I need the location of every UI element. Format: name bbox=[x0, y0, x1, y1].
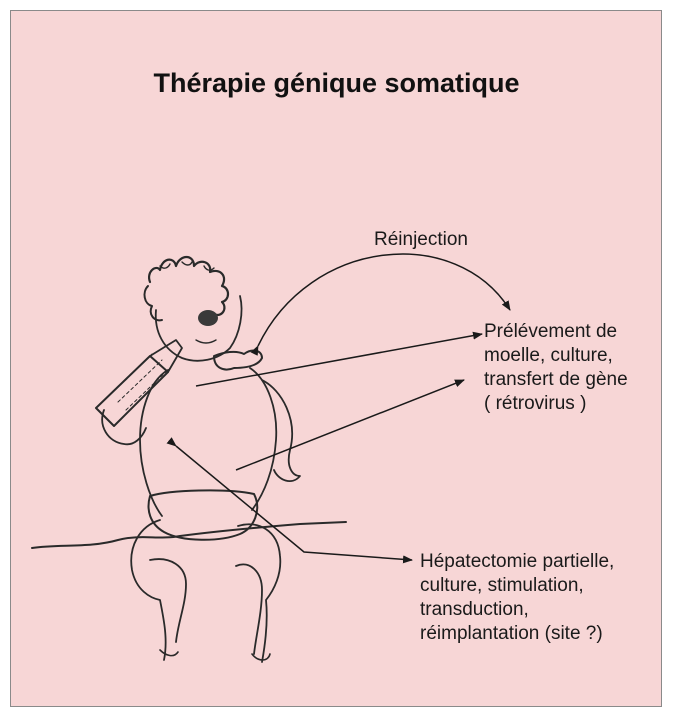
body-to-prelevement-arrow bbox=[236, 380, 464, 470]
prelevement-label: Prélévement de moelle, culture, transfer… bbox=[484, 320, 628, 416]
liver-to-hepatectomie-arrow bbox=[176, 446, 412, 560]
reinjection-label: Réinjection bbox=[374, 228, 468, 252]
prelevement-line-2: moelle, culture, bbox=[484, 344, 628, 368]
prelevement-line-3: transfert de gène bbox=[484, 368, 628, 392]
hepatectomie-label: Hépatectomie partielle, culture, stimula… bbox=[420, 550, 614, 646]
reinjection-arrow bbox=[258, 254, 510, 346]
marrow-to-prelevement-arrow bbox=[196, 334, 482, 386]
hepatectomie-line-1: Hépatectomie partielle, bbox=[420, 550, 614, 574]
prelevement-line-4: ( rétrovirus ) bbox=[484, 392, 628, 416]
hepatectomie-line-3: transduction, bbox=[420, 598, 614, 622]
prelevement-line-1: Prélévement de bbox=[484, 320, 628, 344]
hepatectomie-line-2: culture, stimulation, bbox=[420, 574, 614, 598]
baby-illustration bbox=[32, 257, 346, 662]
hepatectomie-line-4: réimplantation (site ?) bbox=[420, 622, 614, 646]
